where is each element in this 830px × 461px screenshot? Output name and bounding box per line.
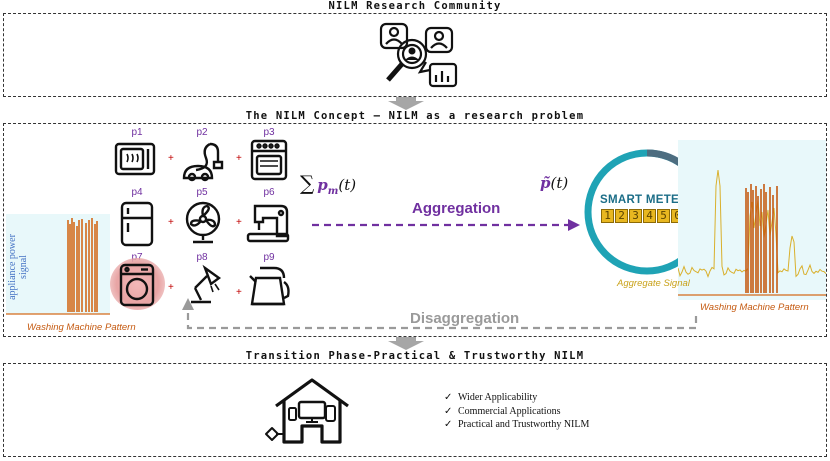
appliance-label-p5: p5 xyxy=(196,187,208,198)
washing-machine-highlight xyxy=(110,258,165,310)
transition-box xyxy=(3,363,827,457)
meter-digit: 1 xyxy=(601,209,614,223)
oven-icon xyxy=(250,139,288,181)
appliance-label-p7: p7 xyxy=(125,252,149,263)
benefits-list: ✓Wider Applicability ✓Commercial Applica… xyxy=(444,391,589,432)
plus-sign: + xyxy=(168,282,174,293)
right-plot-caption: Washing Machine Pattern xyxy=(700,302,809,313)
plus-sign: + xyxy=(236,153,242,164)
aggregate-signal-plot xyxy=(678,140,826,300)
check-icon: ✓ xyxy=(444,405,453,417)
disaggregation-arrow xyxy=(182,298,698,330)
community-title: NILM Research Community xyxy=(328,0,502,12)
left-plot-caption: Washing Machine Pattern xyxy=(27,322,136,333)
microwave-icon xyxy=(114,142,156,176)
flow-arrow-down-1 xyxy=(388,97,424,110)
vacuum-cleaner-icon xyxy=(182,142,224,182)
smart-home-icon xyxy=(265,378,349,444)
appliance-label-p8: p8 xyxy=(196,252,208,263)
meter-digit: 4 xyxy=(643,209,656,223)
appliance-label-p3: p3 xyxy=(263,127,275,138)
concept-box xyxy=(3,123,827,337)
aggregate-signal-caption: Aggregate Signal xyxy=(617,278,690,289)
desk-lamp-icon xyxy=(191,264,222,304)
meter-digit: 2 xyxy=(615,209,628,223)
fridge-icon xyxy=(120,201,154,247)
appliance-label-p4: p4 xyxy=(131,187,143,198)
meter-digit: 5 xyxy=(657,209,670,223)
aggregation-arrow xyxy=(312,219,580,231)
list-item: ✓Wider Applicability xyxy=(444,392,538,403)
research-community-icon xyxy=(379,22,458,88)
sewing-machine-icon xyxy=(246,204,290,243)
disaggregation-label: Disaggregation xyxy=(410,310,520,327)
list-item: ✓Commercial Applications xyxy=(444,405,561,417)
check-icon: ✓ xyxy=(444,392,453,403)
washing-machine-icon xyxy=(119,263,155,307)
list-item: ✓Practical and Trustworthy NILM xyxy=(444,419,590,430)
fan-icon xyxy=(185,201,221,244)
plus-sign: + xyxy=(168,153,174,164)
concept-title: The NILM Concept – NILM as a research pr… xyxy=(245,110,585,122)
appliance-label-p2: p2 xyxy=(196,127,208,138)
plus-sign: + xyxy=(236,217,242,228)
meter-digit: 3 xyxy=(629,209,642,223)
appliance-signal-plot xyxy=(6,214,110,315)
appliance-label-p9: p9 xyxy=(263,252,275,263)
appliance-label-p6: p6 xyxy=(263,187,275,198)
aggregation-label: Aggregation xyxy=(412,200,501,217)
plus-sign: + xyxy=(236,287,242,298)
appliance-label-p1: p1 xyxy=(131,127,143,138)
appliance-signal-ylabel: appliance power signal xyxy=(7,234,29,300)
flow-arrow-down-2 xyxy=(388,337,424,350)
aggregate-estimate-formula: p̃(t) xyxy=(540,174,569,192)
check-icon: ✓ xyxy=(444,419,453,430)
aggregation-sum-formula: ∑ pm(t) xyxy=(300,171,357,197)
smart-meter-title: SMART METER xyxy=(600,194,688,206)
transition-title: Transition Phase-Practical & Trustworthy… xyxy=(245,350,585,362)
community-box xyxy=(3,13,827,97)
kettle-icon xyxy=(249,266,290,306)
plus-sign: + xyxy=(168,217,174,228)
